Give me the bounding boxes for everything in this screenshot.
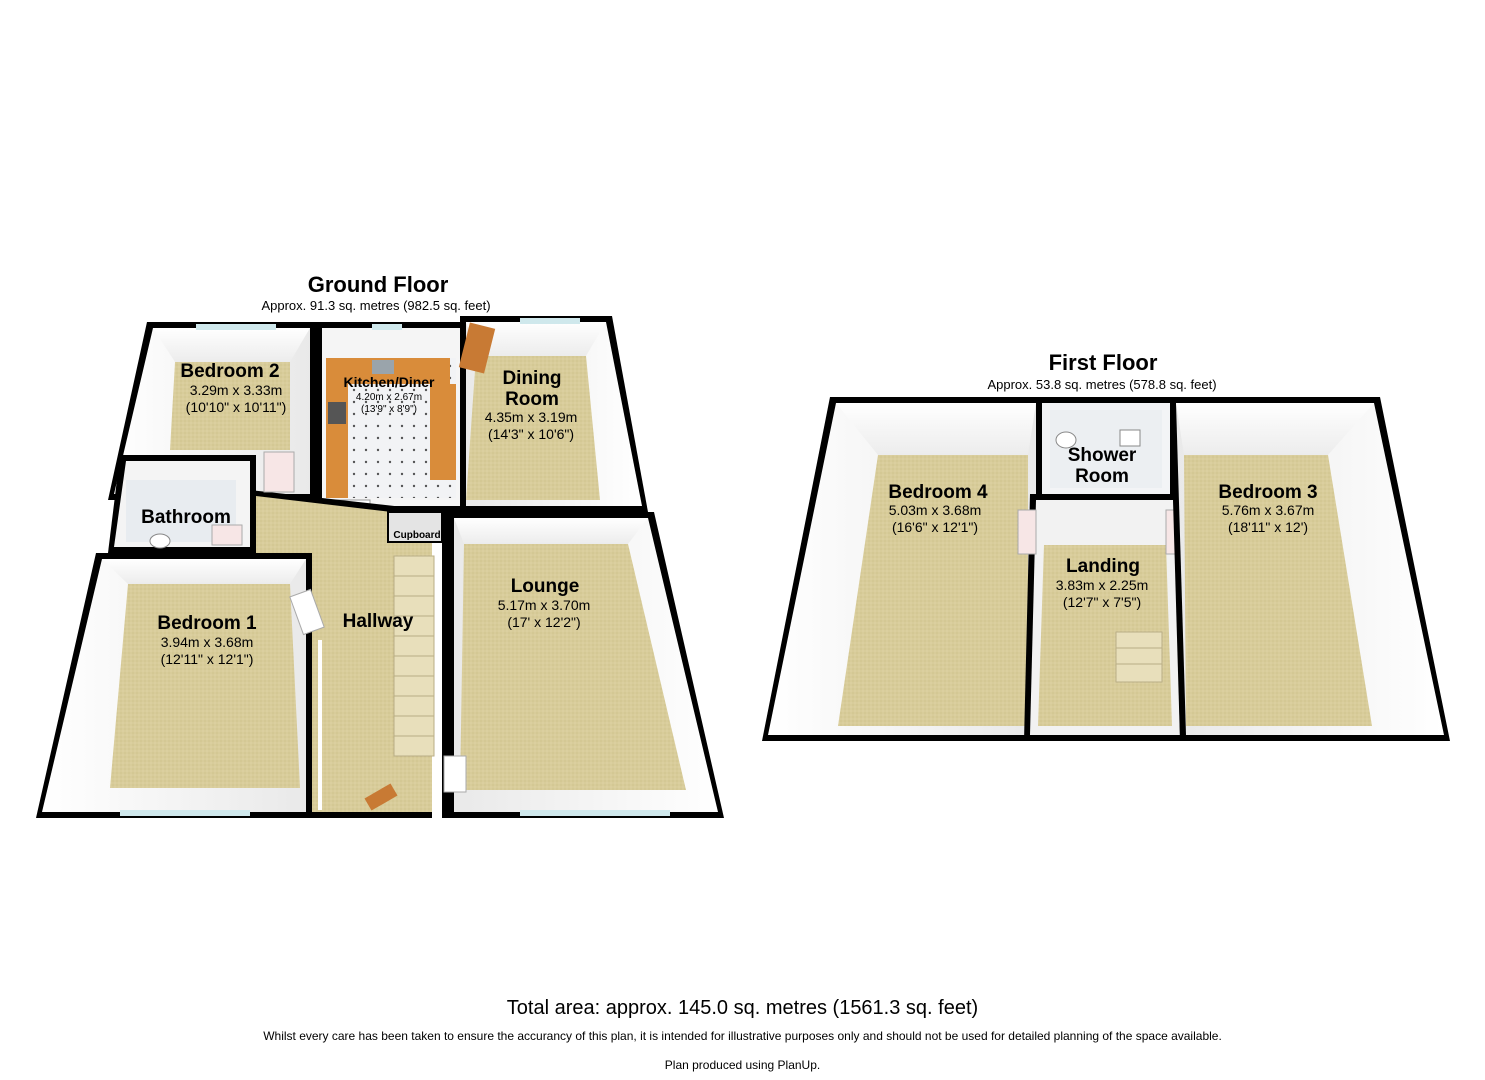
labels: Ground Floor Approx. 91.3 sq. metres (98… — [141, 272, 1317, 667]
worktop — [326, 358, 348, 498]
staircase — [1115, 631, 1163, 683]
shower-label-2: Room — [1075, 466, 1129, 487]
room-lounge — [443, 512, 724, 818]
room-kitchen-diner — [316, 322, 466, 515]
bedroom-1-label: Bedroom 1 — [157, 613, 257, 634]
toilet-icon — [1055, 431, 1077, 449]
first-floor-plan — [762, 397, 1450, 741]
window-glass — [520, 318, 580, 324]
lounge-imperial: (17' x 12'2") — [507, 614, 580, 630]
bedroom-1-imperial: (12'11" x 12'1") — [161, 651, 254, 667]
landing-imperial: (12'7" x 7'5") — [1063, 594, 1141, 610]
door-icon — [211, 524, 243, 546]
first-floor-area: Approx. 53.8 sq. metres (578.8 sq. feet) — [987, 377, 1216, 392]
room-bedroom-3 — [1170, 397, 1450, 741]
kitchen-metric: 4.20m x 2.67m — [356, 392, 422, 403]
sink-icon — [372, 360, 394, 374]
door-icon — [263, 451, 295, 493]
door-icon — [443, 755, 467, 793]
door-icon — [458, 322, 496, 374]
room-dining — [458, 316, 648, 512]
dining-label-2: Room — [505, 389, 559, 410]
bathroom-label: Bathroom — [141, 507, 231, 528]
toilet-icon — [149, 533, 171, 549]
ground-floor-plan — [36, 316, 724, 820]
bedroom-3-label: Bedroom 3 — [1218, 482, 1317, 503]
dining-label-1: Dining — [502, 368, 561, 389]
shower-label-1: Shower — [1068, 445, 1137, 466]
landing-label: Landing — [1066, 556, 1140, 577]
worktop — [430, 384, 456, 480]
room-bedroom-4 — [762, 397, 1042, 741]
window-glass — [372, 324, 402, 330]
dining-metric: 4.35m x 3.19m — [485, 409, 578, 425]
room-landing — [1017, 494, 1186, 741]
kitchen-label: Kitchen/Diner — [343, 374, 435, 390]
bedroom-4-metric: 5.03m x 3.68m — [889, 502, 982, 518]
room-bedroom-1 — [36, 553, 325, 818]
bedroom-2-imperial: (10'10" x 10'11") — [186, 399, 287, 415]
door-icon — [289, 588, 325, 636]
bedroom-4-label: Bedroom 4 — [888, 482, 988, 503]
staircase — [393, 555, 435, 757]
bedroom-1-metric: 3.94m x 3.68m — [161, 634, 254, 650]
first-floor-title: First Floor — [1049, 350, 1158, 375]
window-glass — [196, 324, 276, 330]
producer-credit: Plan produced using PlanUp. — [664, 1058, 821, 1072]
basin-icon — [1119, 429, 1141, 447]
bedroom-3-metric: 5.76m x 3.67m — [1222, 502, 1315, 518]
disclaimer-text: Whilst every care has been taken to ensu… — [263, 1029, 1222, 1043]
room-hallway — [250, 451, 448, 820]
ground-floor-title: Ground Floor — [308, 272, 449, 297]
hallway-label: Hallway — [343, 611, 414, 632]
lounge-metric: 5.17m x 3.70m — [498, 597, 591, 613]
window-glass — [120, 810, 250, 816]
room-shower — [1036, 397, 1176, 500]
cupboard-label: Cupboard — [393, 530, 440, 541]
bedroom-3-imperial: (18'11" x 12') — [1228, 519, 1308, 535]
bedroom-4-imperial: (16'6" x 12'1") — [892, 519, 978, 535]
dining-imperial: (14'3" x 10'6") — [488, 426, 574, 442]
door-icon — [1017, 509, 1037, 555]
bedroom-2-label: Bedroom 2 — [180, 361, 279, 382]
room-bathroom — [108, 455, 256, 553]
window-glass — [520, 810, 670, 816]
lounge-label: Lounge — [511, 576, 580, 597]
ground-floor-area: Approx. 91.3 sq. metres (982.5 sq. feet) — [261, 298, 490, 313]
total-area: Total area: approx. 145.0 sq. metres (15… — [506, 997, 979, 1019]
cupboard — [387, 511, 443, 543]
kitchen-imperial: (13'9" x 8'9") — [361, 404, 417, 415]
front-door-icon — [364, 783, 398, 811]
bedroom-2-metric: 3.29m x 3.33m — [190, 382, 283, 398]
hob-icon — [328, 402, 346, 424]
landing-metric: 3.83m x 2.25m — [1056, 577, 1149, 593]
